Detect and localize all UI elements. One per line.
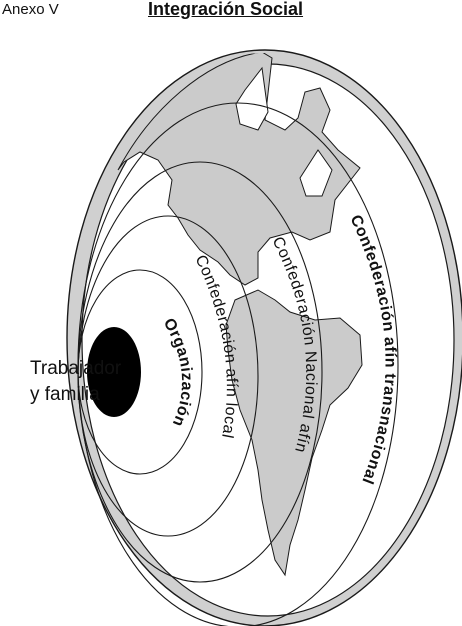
east-bay-cutout xyxy=(299,149,333,197)
north-america-landmass xyxy=(117,53,361,286)
world-map xyxy=(117,53,363,577)
ring-organization xyxy=(77,269,203,475)
page-title: Integración Social xyxy=(148,0,304,19)
south-america-landmass xyxy=(225,289,363,577)
north-bay-cutout xyxy=(235,66,269,131)
worker-label-line2: y familia xyxy=(30,384,100,405)
annex-label: Anexo V xyxy=(2,1,59,18)
worker-label-line1: Trabajador xyxy=(30,358,122,379)
worker-core xyxy=(87,327,141,417)
